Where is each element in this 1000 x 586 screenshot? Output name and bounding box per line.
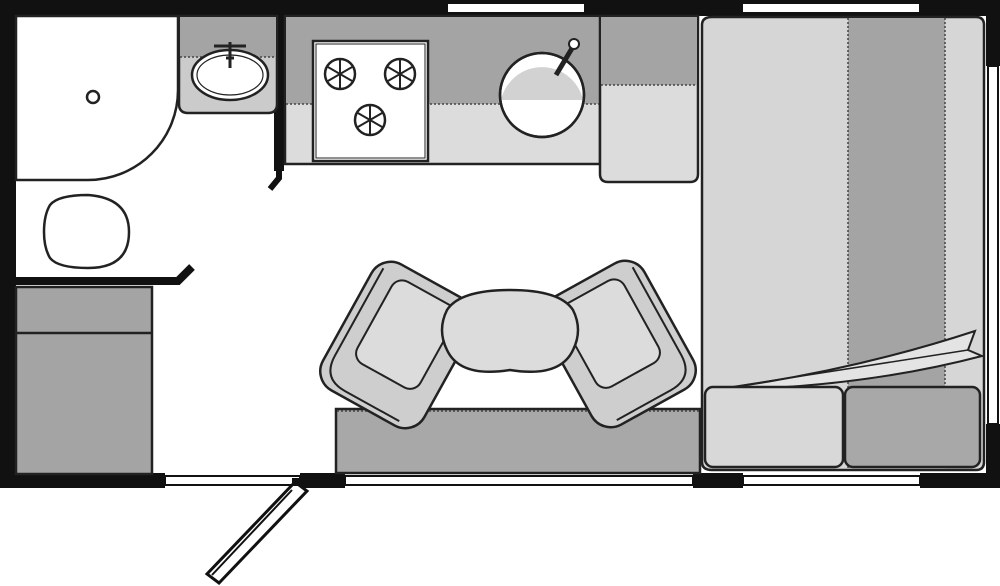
stove-plate-inner: [315, 43, 426, 159]
armchair-right-seat: [558, 278, 661, 389]
armchair-left-arm: [329, 267, 400, 423]
wall-right-top: [986, 0, 1000, 66]
window-bottom-lounge: [344, 475, 694, 486]
wall-bottom-right: [920, 473, 1000, 488]
bathroom-partition: [274, 16, 284, 171]
bathroom-wall-bottom: [16, 264, 195, 285]
wall-right-bottom: [986, 424, 1000, 488]
bathroom-door-stub: [267, 171, 282, 191]
sink: [498, 38, 586, 139]
bathroom-cabinet: [14, 285, 154, 476]
kitchen: [283, 14, 700, 184]
bathroom: [14, 14, 284, 476]
stove: [311, 39, 430, 163]
stove-plate: [311, 39, 430, 163]
washbasin: [177, 14, 279, 115]
armchair-right: [539, 259, 697, 429]
window-bottom-left: [164, 475, 301, 486]
fridge-top: [601, 17, 697, 85]
sink-bowl-upper: [501, 67, 583, 100]
armchair-right-arm: [616, 266, 687, 422]
sink-faucet-knob: [568, 38, 580, 50]
burner-icon: [323, 57, 357, 91]
shower: [14, 14, 180, 182]
blanket-fold: [711, 349, 969, 391]
shower-drain: [85, 89, 101, 105]
sink-bowl-outline: [498, 51, 586, 139]
sink-faucet-icon: [553, 43, 577, 77]
armchair-left: [319, 260, 477, 430]
entrance-door-line: [211, 489, 293, 576]
entrance-door: [204, 478, 310, 585]
windows: [164, 2, 999, 486]
pillow-right: [843, 385, 982, 469]
wall-bottom-left: [0, 473, 165, 488]
window-right: [987, 65, 999, 425]
washbasin-faucet-icon: [214, 42, 246, 68]
toilet: [42, 193, 131, 270]
bedroom: [700, 15, 986, 472]
entrance-door-leaf: [204, 480, 310, 585]
window-bottom-bed: [742, 475, 921, 486]
burner-icon: [353, 103, 387, 137]
burner-icon: [383, 57, 417, 91]
window-top-bedroom: [741, 2, 921, 14]
lounge: [319, 259, 702, 475]
armchair-left-seat: [355, 279, 458, 390]
fridge: [598, 14, 700, 184]
wall-left: [0, 0, 16, 488]
entrance-door-hinge: [292, 478, 308, 486]
wall-bottom-mid2: [693, 473, 743, 488]
round-table: [440, 288, 580, 374]
wall-bottom-mid: [300, 473, 345, 488]
bathroom-cabinet-body: [14, 285, 154, 476]
pillow-left: [703, 385, 845, 469]
window-top-kitchen: [446, 2, 586, 14]
